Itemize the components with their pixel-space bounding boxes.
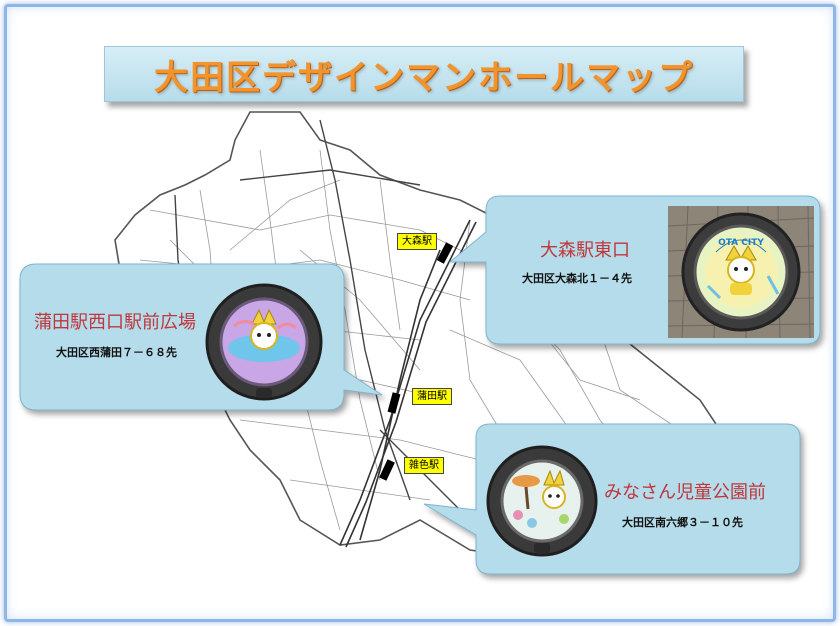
- manhole-photo-minasan: [486, 445, 598, 557]
- callout-kamata-west: [19, 263, 383, 411]
- station-marker-kamata: [387, 392, 401, 414]
- callout-omori-east-name: 大森駅東口: [540, 240, 630, 261]
- station-label-omori: 大森駅: [397, 233, 437, 250]
- station-label-zoshiki: 雑色駅: [404, 457, 444, 474]
- railway-lines: [339, 219, 477, 548]
- map-title: 大田区デザインマンホールマップ: [154, 57, 694, 98]
- manhole-photo-omori: [667, 205, 815, 339]
- station-label-kamata: 蒲田駅: [412, 388, 452, 405]
- manhole-photo-kamata: [205, 283, 323, 401]
- callout-minasan-park-name: みなさん児童公園前: [604, 482, 766, 503]
- callout-kamata-west-name: 蒲田駅西口駅前広場: [34, 312, 196, 333]
- callout-minasan-park-address: 大田区南六郷３－１０先: [622, 516, 743, 529]
- callout-kamata-west-address: 大田区西蒲田７－６８先: [56, 346, 177, 359]
- title-banner: 大田区デザインマンホールマップ: [104, 46, 744, 102]
- callout-omori-east-address: 大田区大森北１－４先: [522, 272, 632, 285]
- station-marker-omori: [436, 242, 454, 264]
- station-marker-zoshiki: [379, 459, 395, 481]
